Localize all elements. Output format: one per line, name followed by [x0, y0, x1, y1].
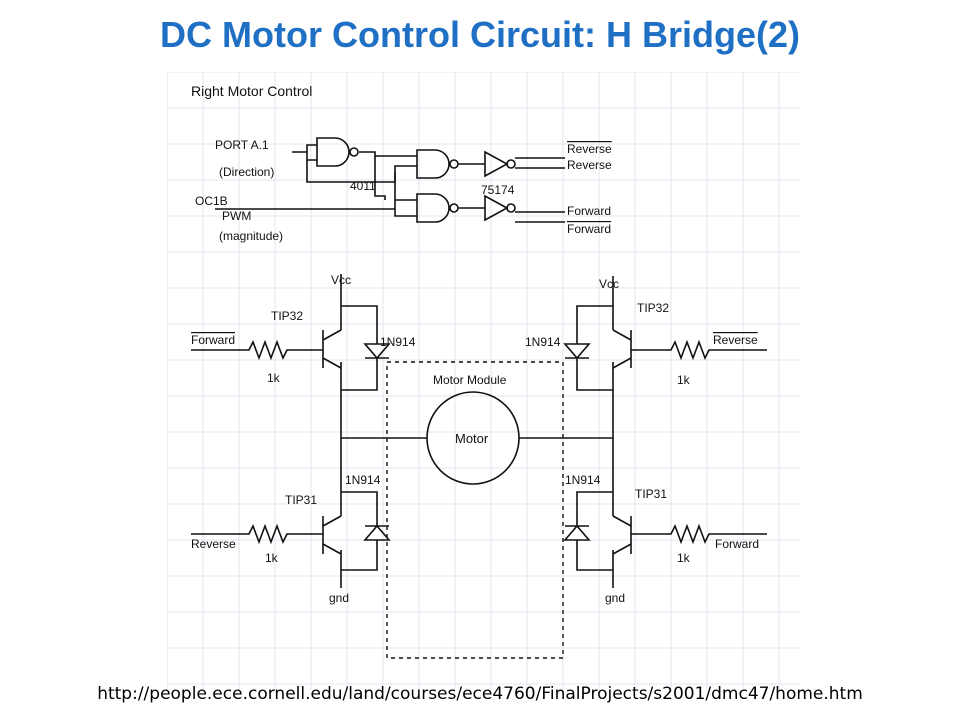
diagram-heading: Right Motor Control	[191, 83, 312, 99]
nand-gate-3-bubble	[449, 203, 459, 213]
nand-gate-1-bubble	[349, 147, 359, 157]
port-label: PORT A.1	[215, 138, 269, 152]
out-reverse-label: Reverse	[567, 158, 612, 172]
r-bottom-right-label: 1k	[677, 551, 691, 565]
oc1b-label: OC1B	[195, 194, 228, 208]
circuit-diagram-panel: Right Motor Control PORT A.1 (Direction)…	[166, 71, 799, 690]
forward-right-input-wire	[631, 523, 767, 545]
module-label: Motor Module	[433, 373, 507, 387]
pwm-label: PWM	[222, 209, 251, 223]
driver-bottom-bubble	[506, 203, 516, 213]
nand-gate-1	[316, 137, 350, 167]
background-grid	[166, 71, 799, 690]
transistor-tip31-left	[322, 515, 342, 555]
pwm-wire	[215, 172, 417, 217]
reverse-bar-right-input-wire	[631, 339, 767, 361]
bottom-right-rail	[576, 438, 614, 588]
bottom-left-rail	[340, 438, 378, 588]
nand-gate-3	[416, 193, 450, 223]
driver-top	[484, 150, 509, 178]
r-top-left-label: 1k	[267, 371, 281, 385]
motor	[426, 391, 520, 485]
in-forward-bar-left-label: Forward	[191, 333, 235, 347]
vcc-left-rail	[340, 274, 378, 438]
driver-top-bubble	[506, 159, 516, 169]
diode-bottom-left	[363, 516, 391, 542]
nand-gate-2-bubble	[449, 159, 459, 169]
motor-module-box	[386, 361, 564, 659]
source-url[interactable]: http://people.ece.cornell.edu/land/cours…	[97, 684, 863, 704]
nand1-to-nand3-wire	[374, 156, 386, 200]
vcc-right-rail	[576, 276, 614, 438]
h-bridge-schematic: Right Motor Control PORT A.1 (Direction)…	[166, 71, 799, 690]
direction-label: (Direction)	[219, 165, 274, 179]
transistor-tip32-left	[322, 329, 342, 369]
gnd-left-label: gnd	[329, 591, 349, 605]
out-forward-bar-label: Forward	[567, 222, 611, 236]
motor-label: Motor	[455, 431, 489, 446]
out-reverse-bar-label: Reverse	[567, 142, 612, 156]
reverse-left-input-wire	[191, 523, 323, 545]
magnitude-label: (magnitude)	[219, 229, 283, 243]
nand1-output-wire	[359, 151, 417, 157]
diode-bottom-left-label: 1N914	[345, 473, 381, 487]
gate-chip-label: 4011	[350, 179, 376, 193]
diode-top-right-label: 1N914	[525, 335, 561, 349]
driver-chip-label: 75174	[481, 183, 515, 197]
diode-top-left-label: 1N914	[380, 335, 416, 349]
tip32-left-label: TIP32	[271, 309, 303, 323]
r-bottom-left-label: 1k	[265, 551, 279, 565]
diode-bottom-right-label: 1N914	[565, 473, 601, 487]
nand-gate-2	[416, 149, 450, 179]
tip32-right-label: TIP32	[637, 301, 669, 315]
diode-top-left	[363, 330, 391, 370]
diode-bottom-right	[563, 516, 591, 542]
in-forward-right-label: Forward	[715, 537, 759, 551]
bridge-section: Vcc Vcc TIP32 TIP32 1N914 1N914 Forward …	[191, 273, 767, 659]
slide-title: DC Motor Control Circuit: H Bridge(2)	[160, 14, 800, 55]
transistor-tip32-right	[612, 329, 632, 369]
gnd-right-label: gnd	[605, 591, 625, 605]
tip31-left-label: TIP31	[285, 493, 317, 507]
in-reverse-bar-right-label: Reverse	[713, 333, 758, 347]
transistor-tip31-right	[612, 515, 632, 555]
driver-bottom	[484, 194, 509, 222]
in-reverse-left-label: Reverse	[191, 537, 236, 551]
tip31-right-label: TIP31	[635, 487, 667, 501]
diode-top-right	[563, 330, 591, 370]
forward-bar-left-input-wire	[191, 339, 323, 361]
out-forward-label: Forward	[567, 204, 611, 218]
r-top-right-label: 1k	[677, 373, 691, 387]
logic-section: PORT A.1 (Direction) OC1B PWM (magnitude…	[195, 137, 612, 243]
vcc-right-label: Vcc	[599, 277, 619, 291]
